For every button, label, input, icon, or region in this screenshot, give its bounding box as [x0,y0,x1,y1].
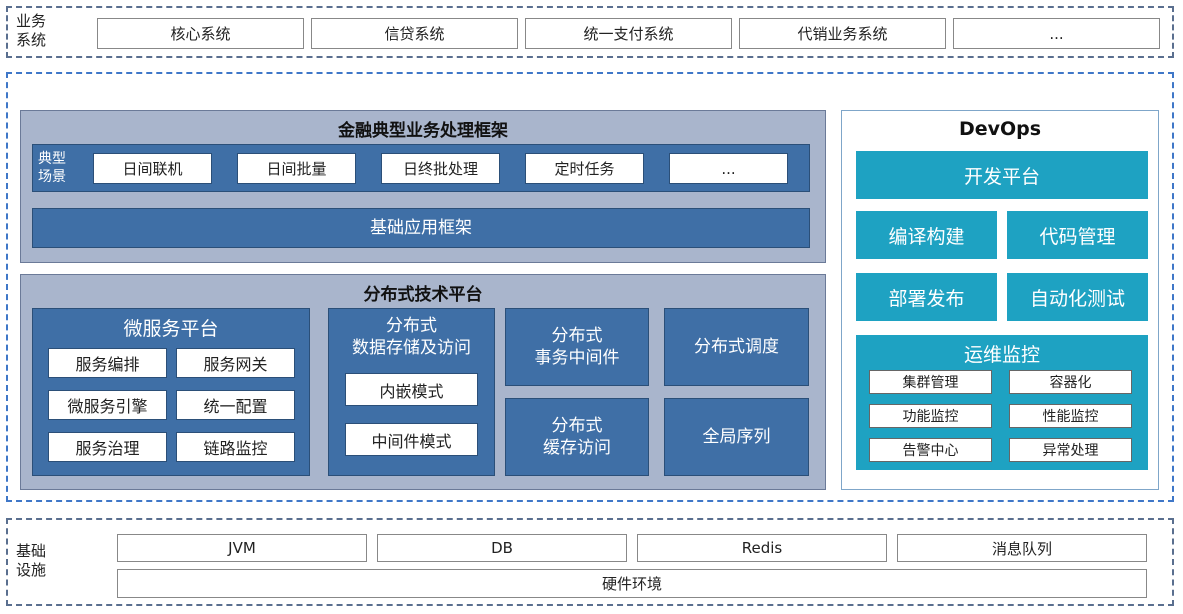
scene-more: ... [669,153,788,184]
distributed-title: 分布式技术平台 [363,284,483,305]
business-systems-label: 业务 系统 [16,12,47,49]
ops-exception-handling: 异常处理 [1009,438,1132,462]
build-compile: 编译构建 [856,211,997,259]
infra-redis: Redis [637,534,887,562]
storage-title: 分布式 数据存储及访问 [352,316,471,358]
ms-orchestration: 服务编排 [48,348,167,378]
ms-tracing: 链路监控 [176,432,295,462]
code-management: 代码管理 [1007,211,1148,259]
scene-scheduled-task: 定时任务 [525,153,644,184]
biz-payment-system: 统一支付系统 [525,18,732,49]
business-systems-row [6,6,1174,58]
scene-eod-batch: 日终批处理 [381,153,500,184]
ops-performance-monitor: 性能监控 [1009,404,1132,428]
distributed-cache: 分布式 缓存访问 [505,398,649,476]
ops-cluster-mgmt: 集群管理 [869,370,992,394]
microservice-title: 微服务平台 [123,317,219,340]
infrastructure-row [6,518,1174,606]
ops-container: 容器化 [1009,370,1132,394]
infra-message-queue: 消息队列 [897,534,1147,562]
infra-hardware: 硬件环境 [117,569,1147,598]
biz-core-system: 核心系统 [97,18,304,49]
ms-governance: 服务治理 [48,432,167,462]
infra-db: DB [377,534,627,562]
base-app-framework: 基础应用框架 [32,208,810,248]
storage-middleware: 中间件模式 [345,423,478,456]
scene-day-online: 日间联机 [93,153,212,184]
ops-title: 运维监控 [963,343,1040,366]
automated-testing: 自动化测试 [1007,273,1148,321]
distributed-transaction: 分布式 事务中间件 [505,308,649,386]
scenes-label: 典型 场景 [38,151,66,185]
deploy-release: 部署发布 [856,273,997,321]
infrastructure-label: 基础 设施 [16,542,47,579]
ms-engine: 微服务引擎 [48,390,167,420]
biz-credit-system: 信贷系统 [311,18,518,49]
devops-title: DevOps [958,118,1042,140]
ms-gateway: 服务网关 [176,348,295,378]
main-region [6,72,1174,502]
biz-more: ... [953,18,1160,49]
distributed-scheduler: 分布式调度 [664,308,809,386]
dev-platform: 开发平台 [856,151,1148,199]
framework-title: 金融典型业务处理框架 [338,120,508,141]
scene-day-batch: 日间批量 [237,153,356,184]
global-sequence: 全局序列 [664,398,809,476]
storage-embedded: 内嵌模式 [345,373,478,406]
ops-function-monitor: 功能监控 [869,404,992,428]
ms-unified-config: 统一配置 [176,390,295,420]
ops-alert-center: 告警中心 [869,438,992,462]
infra-jvm: JVM [117,534,367,562]
biz-agency-system: 代销业务系统 [739,18,946,49]
